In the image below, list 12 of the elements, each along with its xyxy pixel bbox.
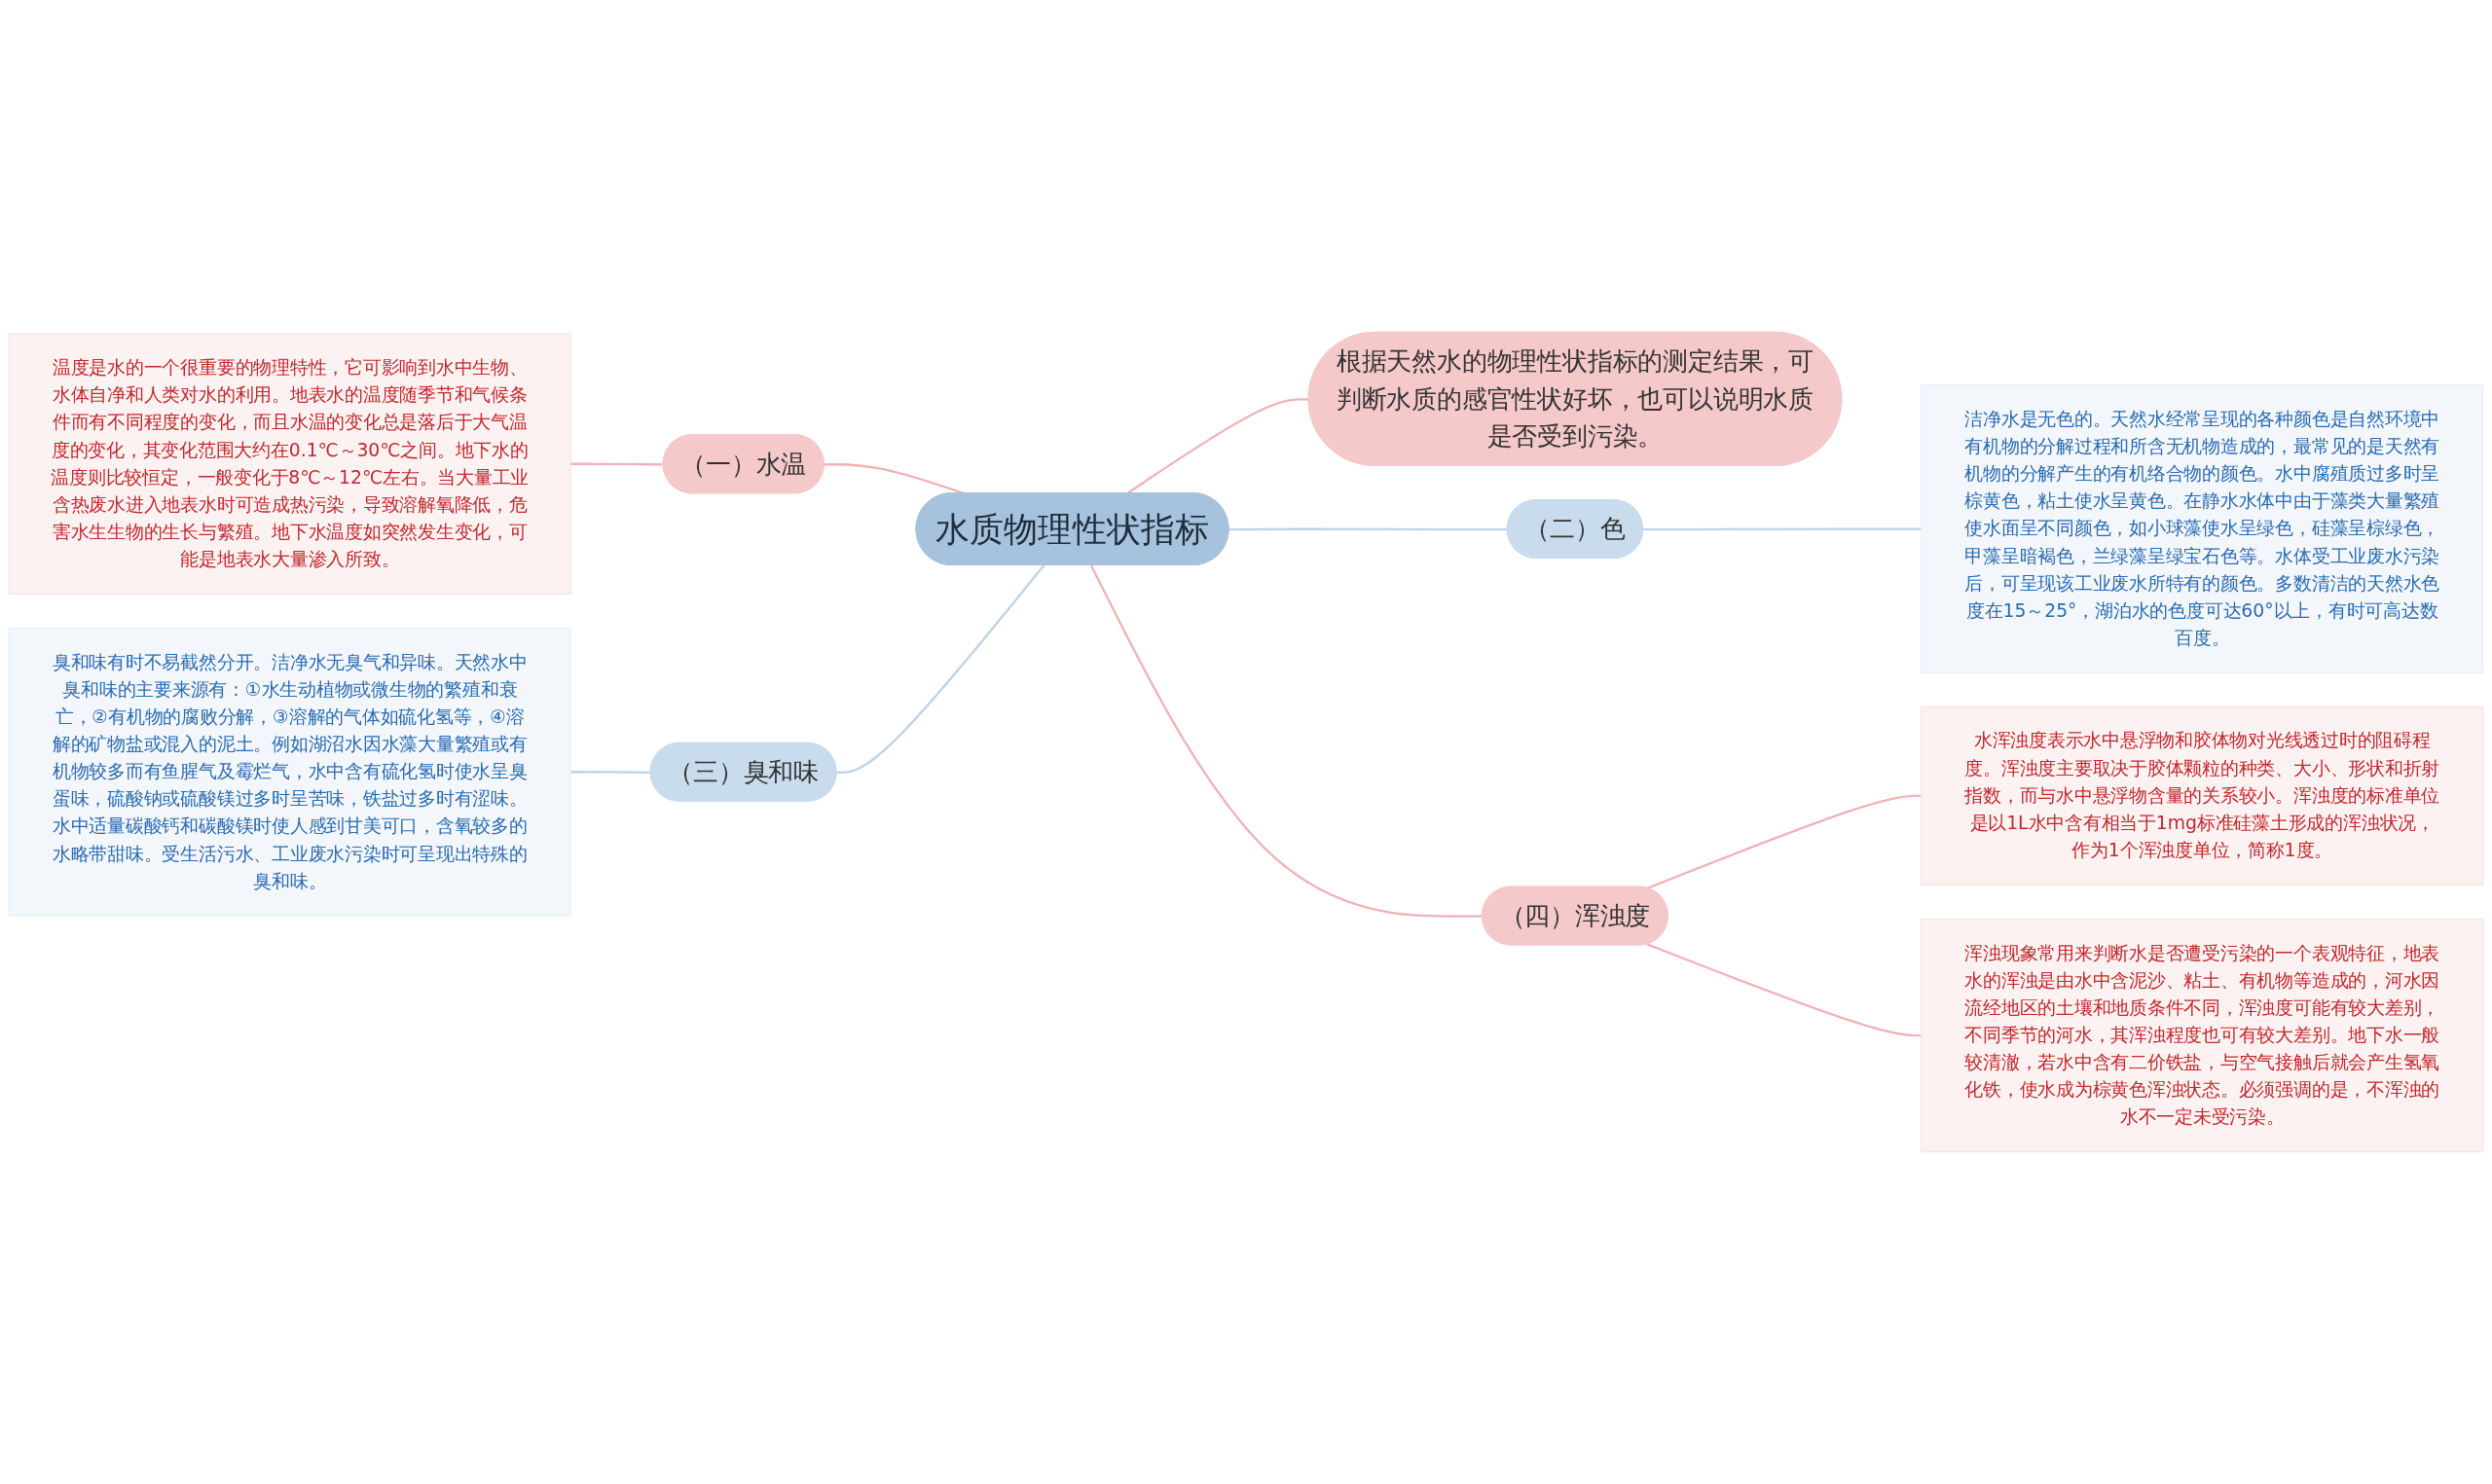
connector [1646,943,1922,1037]
node-box: 浑浊现象常用来判断水是否遭受污染的一个表观特征，地表水的浑浊是由水中含泥沙、粘土、有机物等造成的，河水因流经地区的土壤和地质条件不同，浑浊度可能有较大差别，不同季节的河水，其浑浊程度也可有较大差别。地下水一般较清澈，若水中含有二价铁盐，与空气接触后就会产生氢氧化铁，使水成为棕黄色浑浊状态。必须强调的是，不浑浊的水不一定未受污染。 [1921,918,2484,1153]
connector [570,462,664,466]
connector [1646,794,1922,889]
connector [570,771,651,775]
node-box: 臭和味有时不易截然分开。洁净水无臭气和异味。天然水中臭和味的主要来源有：①水生动植物或微生物的繁殖和衰亡，②有机物的腐败分解，③溶解的气体如硫化氢等，④溶解的矿物盐或混入的泥土。例如湖沼水因水藻大量繁殖或有机物较多而有鱼腥气及霉烂气，水中含有硫化氢时使水呈臭蛋味，硫酸钠或硫酸镁过多时呈苦味，铁盐过多时有涩味。水中适量碳酸钙和碳酸镁时使人感到甘美可口，含氧较多的水略带甜味。受生活污水、工业废水污染时可呈现出特殊的臭和味。 [8,627,571,917]
connector [1228,527,1508,531]
node-box: 洁净水是无色的。天然水经常呈现的各种颜色是自然环境中有机物的分解过程和所含无机物造成的，最常见的是天然有机物的分解产生的有机络合物的颜色。水中腐殖质过多时呈棕黄色，粘土使水呈黄色。在静水水体中由于藻类大量繁殖使水面呈不同颜色，如小球藻使水呈绿色，硅藻呈棕绿色，甲藻呈暗褐色，兰绿藻呈绿宝石色等。水体受工业废水污染后，可呈现该工业废水所特有的颜色。多数清洁的天然水色度在15～25°，湖泊水的色度可达60°以上，有时可高达数百度。 [1921,384,2484,673]
connector [836,564,1045,775]
node-box: 水浑浊度表示水中悬浮物和胶体物对光线透过时的阻碍程度。浑浊度主要取决于胶体颗粒的种类、大小、形状和折射指数，而与水中悬浮物含量的关系较小。浑浊度的标准单位是以1L水中含有相当于1mg标准硅藻土形成的浑浊状况，作为1个浑浊度单位，简称1度。 [1921,706,2484,886]
connector [1643,527,1922,531]
node-box: 温度是水的一个很重要的物理特性，它可影响到水中生物、水体自净和人类对水的利用。地表水的温度随季节和气候条件而有不同程度的变化，而且水温的变化总是落后于大气温度的变化，其变化范围大约在0.1℃～30℃之间。地下水的温度则比较恒定，一般变化于8℃～12℃左右。当大量工业含热废水进入地表水时可造成热污染，导致溶解氧降低，危害水生生物的生长与繁殖。地下水温度如突然发生变化，可能是地表水大量渗入所致。 [8,333,571,595]
